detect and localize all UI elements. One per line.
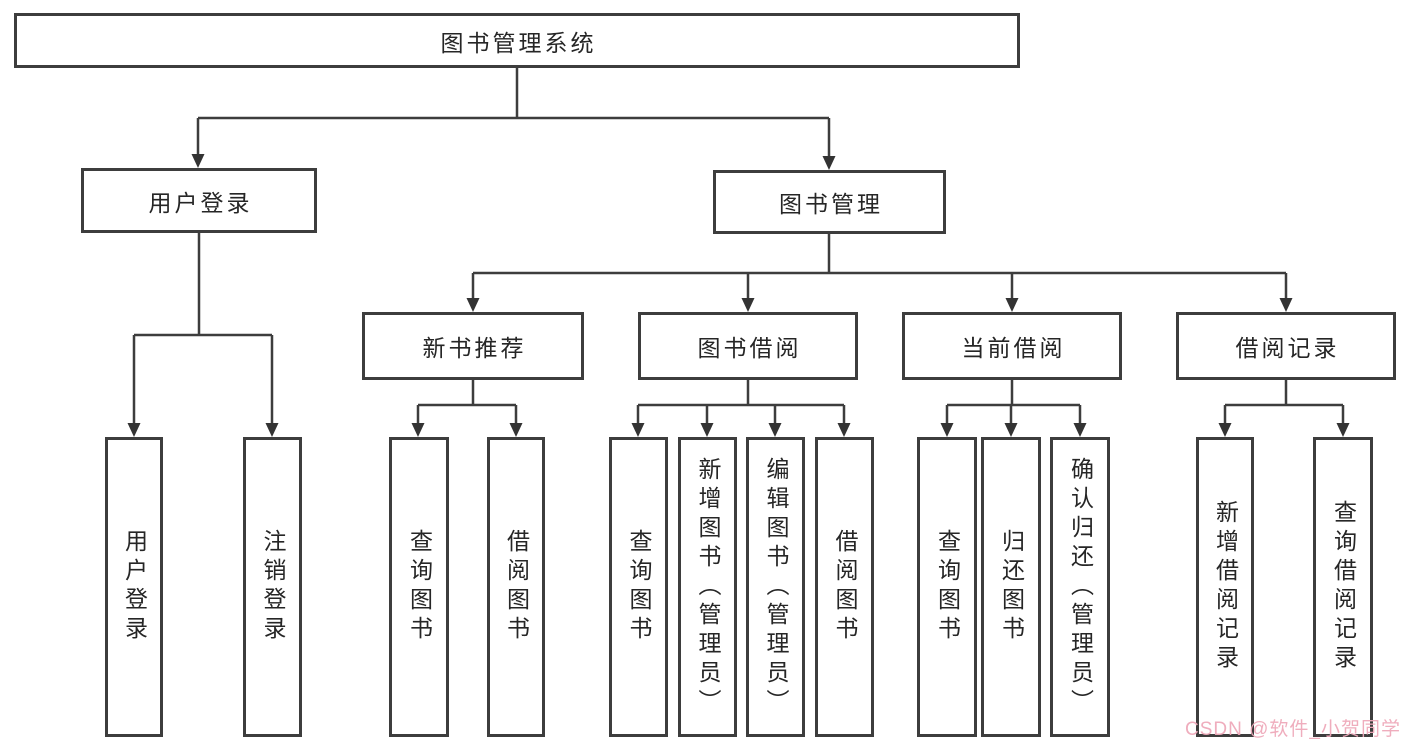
node-new-book-recommend: 新书推荐 (362, 312, 584, 380)
arrow-down-icon (127, 423, 141, 437)
node-book-management: 图书管理 (713, 170, 946, 234)
node-current-borrow: 当前借阅 (902, 312, 1122, 380)
node-root-library-system: 图书管理系统 (14, 13, 1020, 68)
leaf-user-login: 用户登录 (105, 437, 163, 737)
arrow-down-icon (1279, 298, 1293, 312)
leaf-add-books-admin: 新增图书（管理员） (678, 437, 737, 737)
arrow-down-icon (700, 423, 714, 437)
leaf-add-borrow-record: 新增借阅记录 (1196, 437, 1254, 737)
node-book-borrow: 图书借阅 (638, 312, 858, 380)
arrow-down-icon (940, 423, 954, 437)
arrow-down-icon (466, 298, 480, 312)
arrow-down-icon (837, 423, 851, 437)
csdn-watermark: CSDN @软件_小贺同学 (1185, 719, 1401, 740)
leaf-confirm-return-admin: 确认归还（管理员） (1050, 437, 1110, 737)
arrow-down-icon (741, 298, 755, 312)
leaf-query-books-borrow: 查询图书 (609, 437, 668, 737)
arrow-down-icon (768, 423, 782, 437)
leaf-query-books-recommend: 查询图书 (389, 437, 449, 737)
leaf-logout: 注销登录 (243, 437, 302, 737)
arrow-down-icon (1005, 298, 1019, 312)
arrow-down-icon (509, 423, 523, 437)
arrow-down-icon (631, 423, 645, 437)
arrow-down-icon (191, 154, 205, 168)
connector-lines (132, 68, 1345, 425)
arrow-down-icon (1073, 423, 1087, 437)
arrow-down-icon (822, 156, 836, 170)
connector-arrowheads (127, 154, 1350, 437)
arrow-down-icon (411, 423, 425, 437)
node-borrow-records: 借阅记录 (1176, 312, 1396, 380)
leaf-borrow-books: 借阅图书 (815, 437, 874, 737)
arrow-down-icon (1336, 423, 1350, 437)
leaf-query-books-current: 查询图书 (917, 437, 977, 737)
leaf-return-books: 归还图书 (981, 437, 1041, 737)
arrow-down-icon (1218, 423, 1232, 437)
arrow-down-icon (1004, 423, 1018, 437)
leaf-borrow-books-recommend: 借阅图书 (487, 437, 545, 737)
leaf-query-borrow-record: 查询借阅记录 (1313, 437, 1373, 737)
leaf-edit-books-admin: 编辑图书（管理员） (746, 437, 805, 737)
node-user-login: 用户登录 (81, 168, 317, 233)
arrow-down-icon (265, 423, 279, 437)
